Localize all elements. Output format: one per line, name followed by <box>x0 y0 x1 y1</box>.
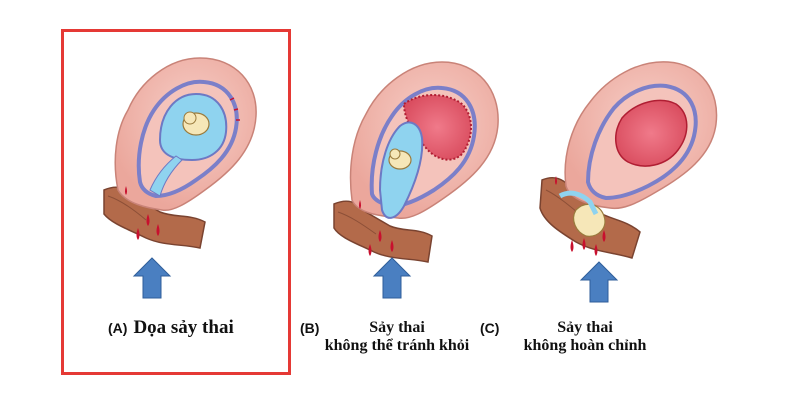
uterus-illustration-b <box>333 61 499 263</box>
caption-b: Sảy thai không thể tránh khỏi <box>312 319 482 356</box>
panel-title-b-line2: không thể tránh khỏi <box>324 337 470 355</box>
arrow-up-icon <box>372 257 412 299</box>
panel-letter-c: (C) <box>480 320 500 336</box>
caption-c: Sảy thai không hoàn chỉnh <box>505 319 665 356</box>
panel-title-a: Dọa sảy thai <box>133 317 234 338</box>
panel-letter-a: (A) <box>108 320 128 336</box>
highlight-frame-a <box>61 29 291 375</box>
arrow-up-icon <box>132 257 172 299</box>
panel-letter-b: (B) <box>300 320 320 336</box>
panel-title-b-line1: Sảy thai <box>369 319 425 336</box>
panel-title-c-line1: Sảy thai <box>557 319 613 336</box>
panel-title-c-line2: không hoàn chỉnh <box>523 337 647 355</box>
uterus-illustration-c <box>539 61 718 259</box>
arrow-up-icon <box>579 261 619 303</box>
uterus-illustration-a <box>103 57 257 249</box>
caption-a: (A) Dọa sảy thai <box>108 317 288 339</box>
